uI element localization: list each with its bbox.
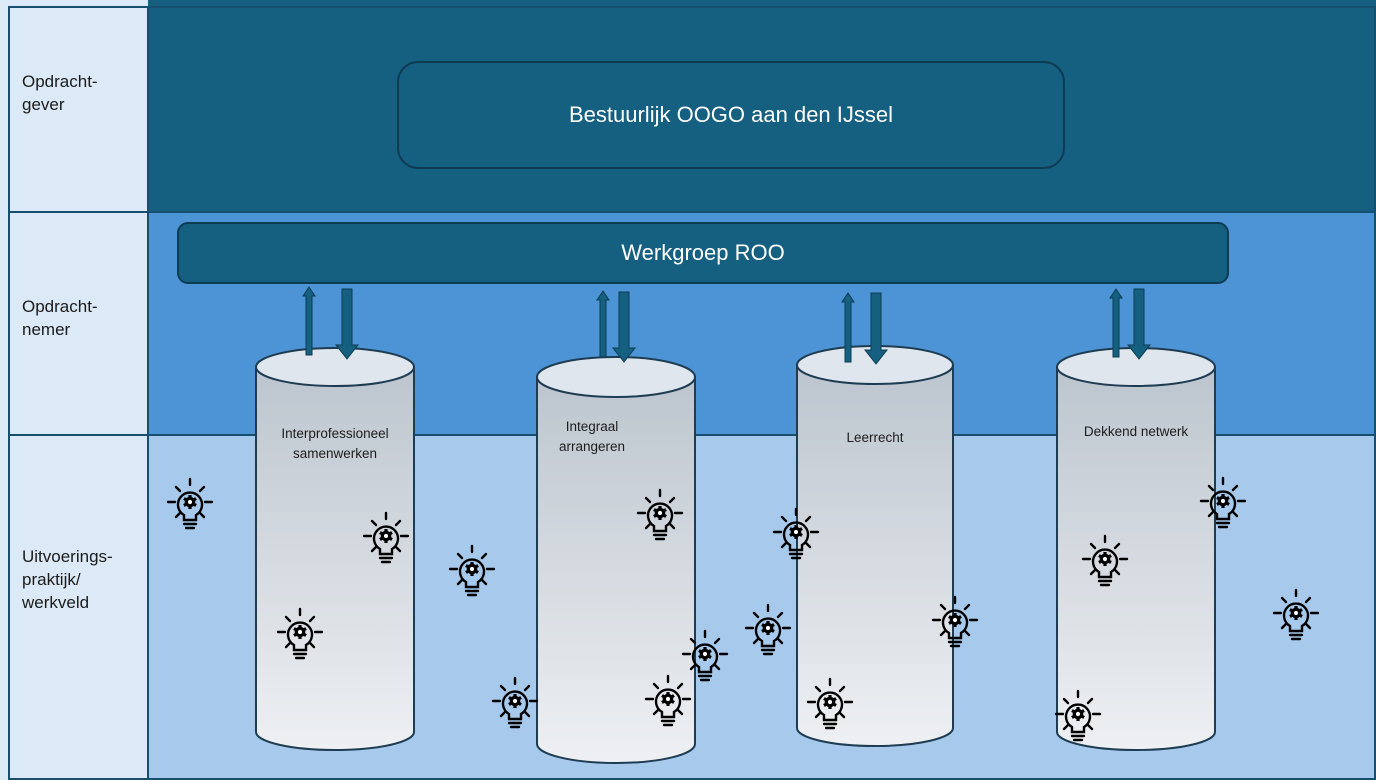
- pillar-interprofessioneel: [255, 347, 415, 751]
- lane-label-uitvoering: Uitvoerings- praktijk/ werkveld: [22, 547, 113, 612]
- lane-label-column: [0, 0, 148, 780]
- arrow-pair-1: [302, 286, 360, 360]
- top-box-title: Bestuurlijk OOGO aan den IJssel: [568, 102, 894, 127]
- pillar-dekkend-netwerk: [1056, 347, 1216, 751]
- pillar-leerrecht: [796, 345, 954, 747]
- lane-label-opdrachtgever: Opdracht- gever: [22, 72, 98, 114]
- arrow-pair-3: [841, 292, 889, 365]
- arrow-pair-2: [596, 290, 637, 363]
- pillar-label-integraal: Integraal arrangeren: [558, 419, 626, 454]
- lane-label-opdrachtnemer: Opdracht- nemer: [22, 297, 98, 339]
- workgroup-bar: [177, 222, 1229, 284]
- arrow-pair-4: [1109, 288, 1152, 360]
- arrows: [302, 286, 1152, 365]
- pillar-label-leerrecht: Leerrecht: [846, 430, 904, 445]
- pillar-label-dekkend-netwerk: Dekkend netwerk: [1083, 424, 1189, 439]
- workgroup-title: Werkgroep ROO: [621, 240, 785, 265]
- pillar-label-interprofessioneel: Interprofessioneel samenwerken: [281, 426, 389, 461]
- pillar-integraal: [536, 356, 696, 764]
- top-box: [397, 61, 1065, 169]
